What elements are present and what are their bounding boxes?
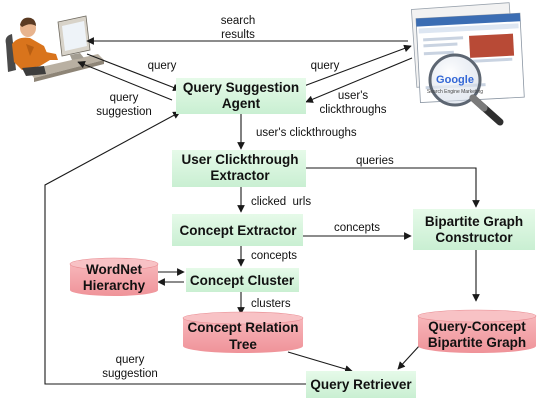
label-clicked-urls: clicked urls (251, 196, 311, 208)
edge-bipartite-graph-to-retriever (398, 345, 420, 369)
node-query-suggestion-agent-line1: Query Suggestion (183, 80, 299, 95)
browser-caption: Search Engine Marketing (427, 89, 483, 95)
label-query-suggestion-bottom-line2: suggestion (102, 368, 158, 380)
label-search-results-line1: search (221, 15, 256, 27)
label-search-results-line2: results (221, 29, 255, 41)
node-query-retriever[interactable]: Query Retriever (306, 371, 416, 398)
node-query-suggestion-agent-line2: Agent (222, 96, 261, 111)
node-query-concept-bipartite-graph[interactable]: Query-Concept Bipartite Graph (418, 310, 536, 353)
user-at-computer-icon (6, 16, 104, 82)
node-bipartite-graph-constructor-line1: Bipartite Graph (425, 214, 523, 229)
node-bipartite-graph-constructor-line2: Constructor (435, 230, 513, 245)
node-query-retriever-line1: Query Retriever (310, 377, 412, 392)
node-user-clickthrough-extractor-line2: Extractor (210, 168, 270, 183)
node-query-suggestion-agent[interactable]: Query Suggestion Agent (176, 78, 306, 114)
edge-queries (304, 168, 476, 207)
label-query-suggestion-top-line1: query (110, 92, 139, 104)
label-clusters: clusters (251, 298, 291, 310)
node-user-clickthrough-extractor[interactable]: User Clickthrough Extractor (172, 150, 306, 187)
node-concept-cluster-line1: Concept Cluster (190, 273, 295, 288)
node-concept-cluster[interactable]: Concept Cluster (186, 268, 299, 292)
browser-logo-text: Google (436, 74, 474, 86)
node-concept-extractor-line1: Concept Extractor (179, 223, 297, 238)
label-concepts-down: concepts (251, 250, 297, 262)
node-query-concept-bipartite-graph-line1: Query-Concept (428, 319, 526, 334)
label-users-clickthroughs-right-line1: user's (338, 90, 369, 102)
node-query-concept-bipartite-graph-line2: Bipartite Graph (428, 335, 526, 350)
node-concept-relation-tree-line1: Concept Relation (187, 320, 298, 335)
label-query-suggestion-top-line2: suggestion (96, 106, 152, 118)
label-query-left: query (148, 60, 177, 72)
label-query-right: query (311, 60, 340, 72)
label-users-clickthroughs-right-line2: clickthroughs (319, 104, 386, 116)
node-concept-relation-tree[interactable]: Concept Relation Tree (183, 312, 303, 353)
node-concept-relation-tree-line2: Tree (229, 337, 257, 352)
label-users-clickthroughs-down: user's clickthroughs (256, 127, 357, 139)
node-wordnet-hierarchy[interactable]: WordNet Hierarchy (70, 258, 158, 296)
node-wordnet-hierarchy-line2: Hierarchy (83, 278, 146, 293)
edge-tree-to-retriever (288, 352, 352, 371)
node-bipartite-graph-constructor[interactable]: Bipartite Graph Constructor (413, 209, 535, 250)
node-wordnet-hierarchy-line1: WordNet (86, 262, 143, 277)
label-query-suggestion-bottom-line1: query (116, 354, 145, 366)
label-queries: queries (356, 155, 394, 167)
label-concepts-right: concepts (334, 222, 380, 234)
search-engine-screenshot-with-magnifier-icon: Google Search Engine Marketing (411, 3, 524, 122)
node-user-clickthrough-extractor-line1: User Clickthrough (181, 152, 298, 167)
node-concept-extractor[interactable]: Concept Extractor (172, 214, 303, 246)
